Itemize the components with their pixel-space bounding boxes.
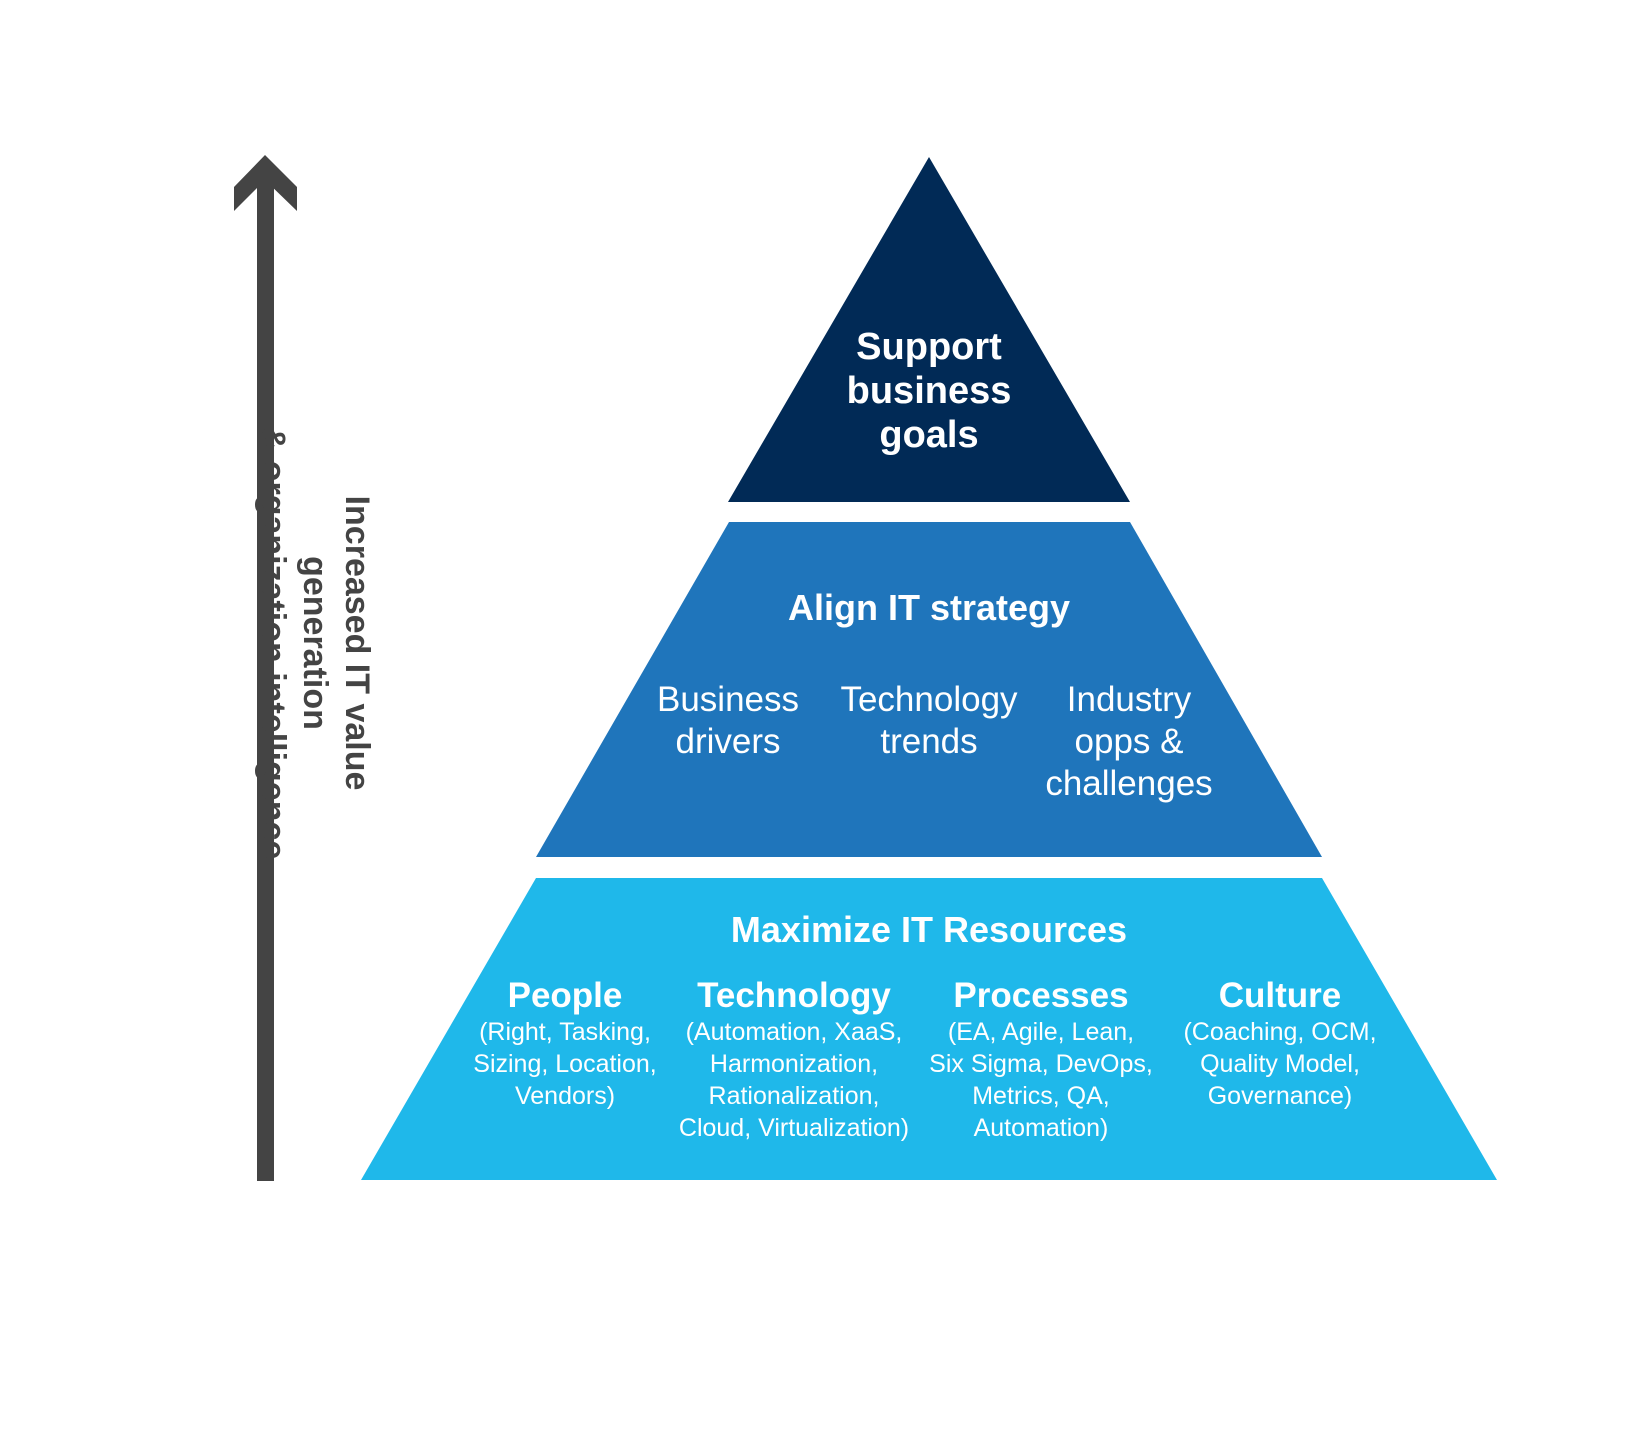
base-tier-title: Maximize IT Resources [730,909,1128,950]
base-details-people: (Right, Tasking, Sizing, Location, Vendo… [473,1018,657,1110]
middle-tier-shape [536,522,1322,857]
base-tier-shape [361,878,1497,1180]
middle-item-industry-opps: Industry opps & challenges [1045,680,1213,803]
middle-item-business-drivers: Business drivers [656,680,800,761]
base-heading-technology: Technology [697,976,891,1015]
base-details-processes: (EA, Agile, Lean, Six Sigma, DevOps, Met… [929,1018,1153,1142]
arrow-caption: Increased IT value generation & organiza… [254,426,376,860]
middle-item-technology-trends: Technology trends [840,680,1018,761]
arrow-head [234,155,297,211]
middle-tier-title: Align IT strategy [787,587,1071,628]
base-heading-culture: Culture [1218,976,1342,1015]
base-heading-processes: Processes [953,976,1129,1015]
top-tier-shape [728,157,1130,502]
up-arrow-icon [234,155,297,1181]
top-tier-title: Support business goals [846,326,1012,456]
base-details-culture: (Coaching, OCM, Quality Model, Governanc… [1183,1018,1377,1110]
base-details-technology: (Automation, XaaS, Harmonization, Ration… [678,1018,910,1142]
base-heading-people: People [507,976,623,1015]
arrow-shaft [257,178,274,1181]
